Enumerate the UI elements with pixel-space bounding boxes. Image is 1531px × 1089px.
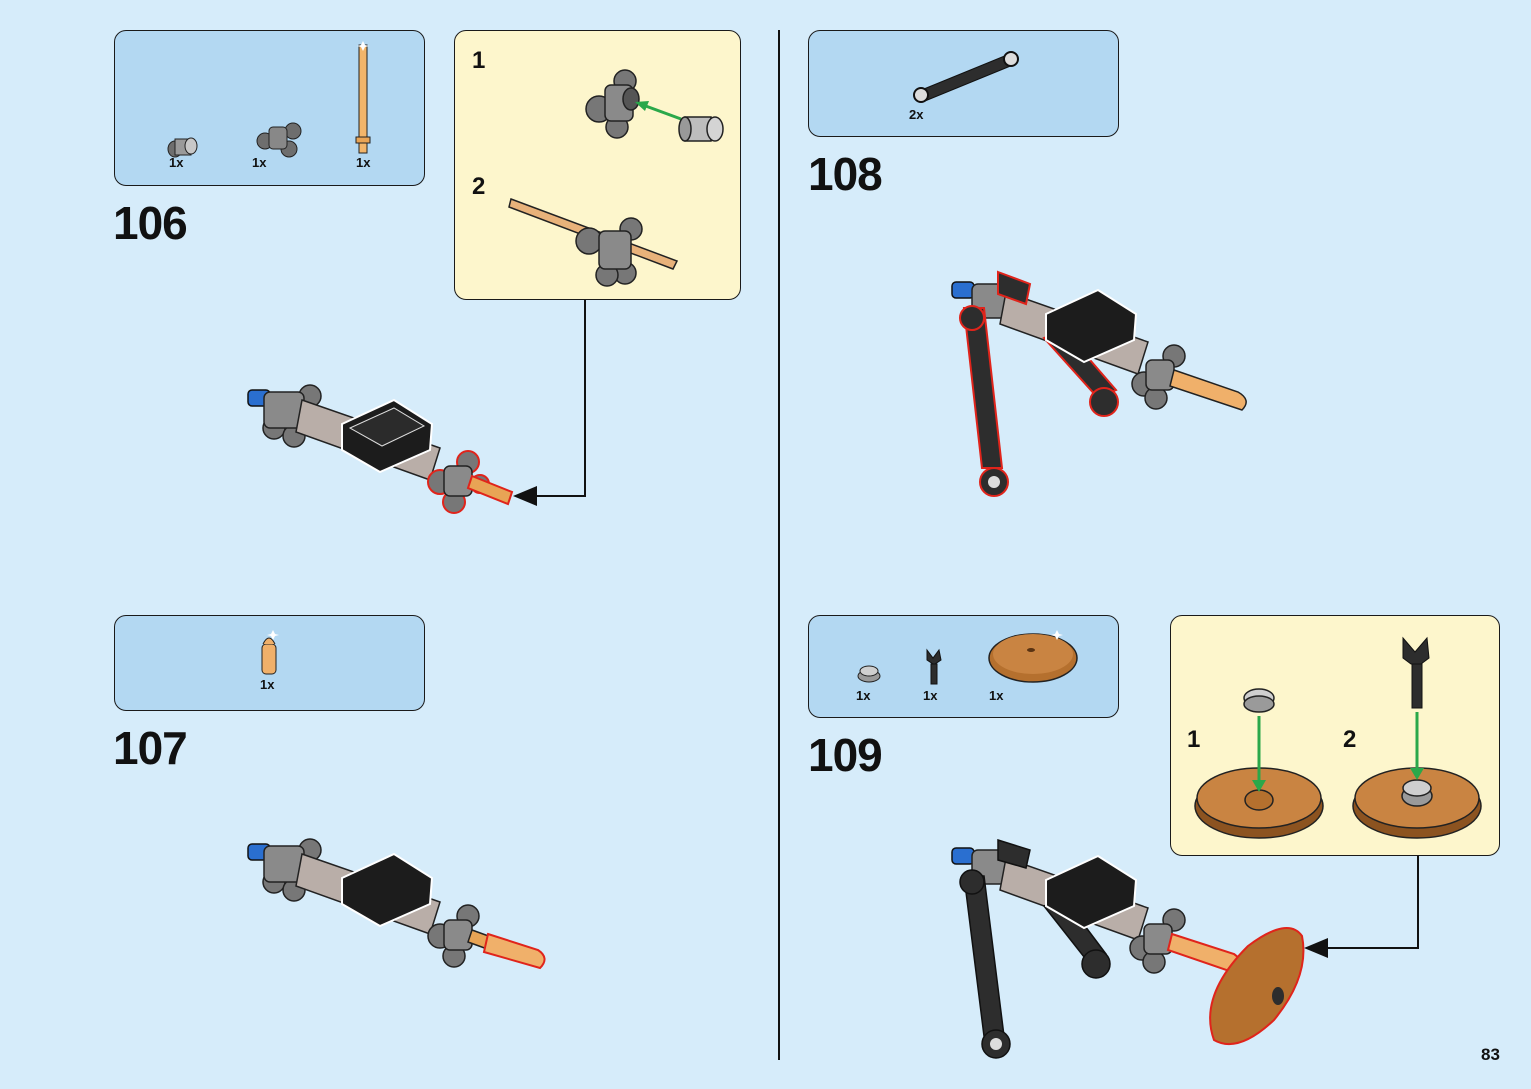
model-assembly-109	[951, 838, 1305, 1059]
dish-with-plate-icon	[1194, 688, 1324, 839]
part-qty: 1x	[356, 155, 371, 170]
part-qty: 1x	[989, 688, 1004, 703]
parts-box-108: 2x	[808, 30, 1119, 137]
model-assembly-106	[247, 384, 514, 514]
callout-arrow-109	[1304, 856, 1419, 958]
model-assembly-107	[247, 838, 546, 970]
parts-box-107: 1x	[114, 615, 425, 711]
cross-joint-icon	[585, 69, 640, 139]
step-number-107: 107	[113, 722, 188, 774]
cross-joint-part-icon	[256, 122, 302, 158]
link-beam-part-icon	[913, 51, 1019, 103]
substep-label: 2	[472, 173, 486, 200]
insert-arrow-icon	[635, 101, 682, 121]
connector-part-icon	[167, 137, 198, 158]
callout-arrow-106	[513, 300, 586, 506]
round-plate-part-icon	[857, 665, 881, 683]
part-qty: 1x	[923, 688, 938, 703]
axle-part-icon	[355, 41, 371, 154]
fork-connector-part-icon	[261, 630, 279, 675]
parts-box-109: 1x 1x 1x	[808, 615, 1119, 718]
step-number-109: 109	[808, 729, 883, 781]
step-number-108: 108	[808, 148, 883, 200]
part-qty: 1x	[260, 677, 275, 692]
part-qty: 1x	[252, 155, 267, 170]
part-qty: 2x	[909, 107, 924, 122]
substep-label: 1	[1187, 726, 1201, 753]
antenna-part-icon	[926, 648, 942, 685]
parts-box-106: 1x 1x 1x	[114, 30, 425, 186]
part-qty: 1x	[856, 688, 871, 703]
model-assembly-108	[951, 270, 1247, 497]
sub-assembly-box-109: 1 2	[1170, 615, 1500, 856]
connector-icon	[678, 116, 724, 142]
page-number: 83	[1481, 1045, 1500, 1064]
round-dish-part-icon	[988, 630, 1078, 683]
step-number-106: 106	[113, 197, 188, 249]
substep-label: 1	[472, 47, 486, 74]
sub-assembly-box-106: 1 2	[454, 30, 741, 300]
dish-with-antenna-icon	[1352, 636, 1482, 839]
page-divider	[778, 30, 780, 1060]
axle-with-joint-icon	[508, 198, 679, 287]
substep-label: 2	[1343, 726, 1357, 753]
part-qty: 1x	[169, 155, 184, 170]
